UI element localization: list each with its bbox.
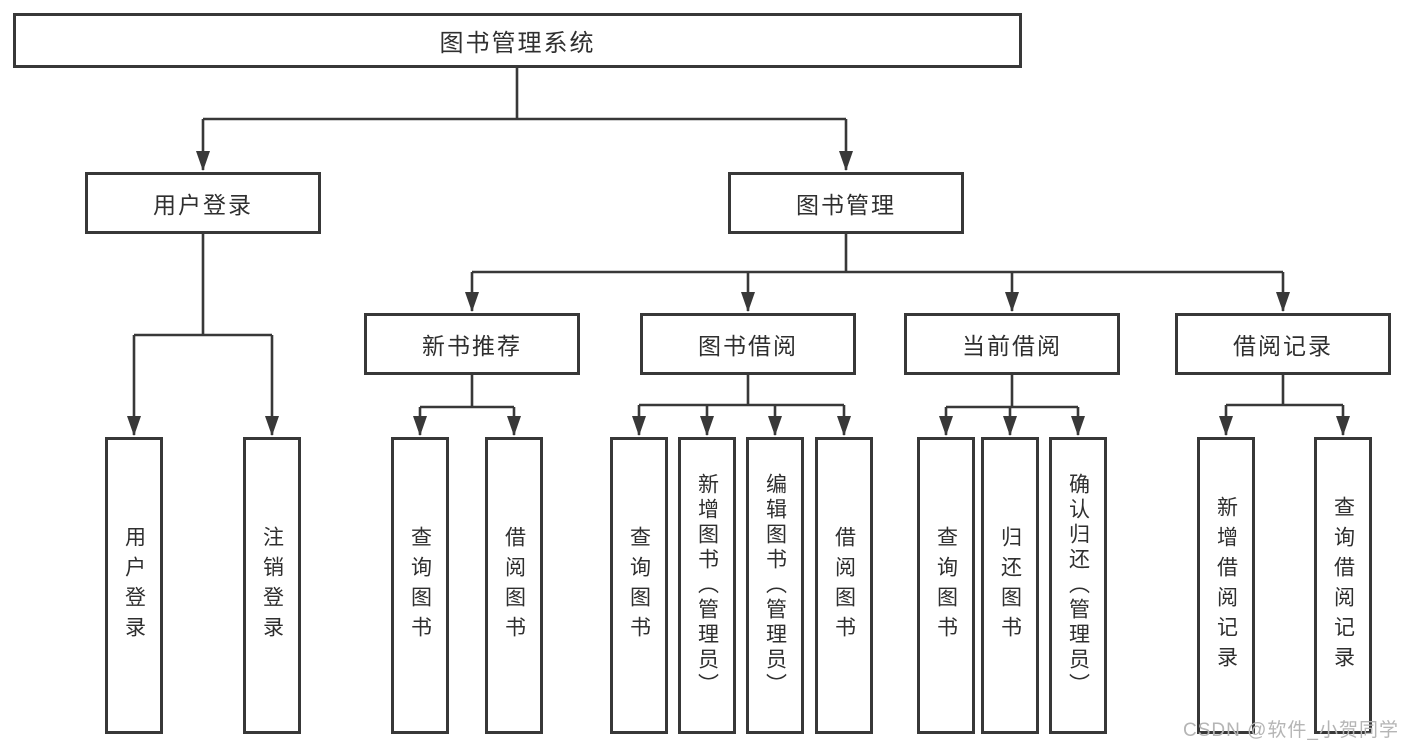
leaf-add-book-admin-label: 新增图书（管理员） [695, 473, 719, 698]
leaf-return-book-label: 归还图书 [998, 525, 1022, 646]
leaf-user-login-label: 用户登录 [122, 525, 146, 646]
node-current-borrow-label: 当前借阅 [962, 333, 1062, 359]
leaf-query-borrow-record-label: 查询借阅记录 [1331, 495, 1355, 676]
node-new-book-rec-label: 新书推荐 [422, 333, 522, 359]
leaf-logout-label: 注销登录 [260, 525, 284, 646]
leaf-query-books-rec: 查询图书 [391, 437, 449, 734]
leaf-confirm-return-admin: 确认归还（管理员） [1049, 437, 1107, 734]
leaf-query-books-rec-label: 查询图书 [408, 525, 432, 646]
leaf-edit-book-admin-label: 编辑图书（管理员） [763, 473, 787, 698]
node-borrow-records-label: 借阅记录 [1233, 333, 1333, 359]
leaf-borrow-books: 借阅图书 [815, 437, 873, 734]
leaf-query-books-current: 查询图书 [917, 437, 975, 734]
leaf-return-book: 归还图书 [981, 437, 1039, 734]
node-borrow-records: 借阅记录 [1175, 313, 1391, 375]
leaf-logout: 注销登录 [243, 437, 301, 734]
node-book-borrow-label: 图书借阅 [698, 333, 798, 359]
node-user-login-branch: 用户登录 [85, 172, 321, 234]
leaf-query-books-current-label: 查询图书 [934, 525, 958, 646]
leaf-add-borrow-record: 新增借阅记录 [1197, 437, 1255, 734]
leaf-query-borrow-record: 查询借阅记录 [1314, 437, 1372, 734]
leaf-user-login: 用户登录 [105, 437, 163, 734]
leaf-add-book-admin: 新增图书（管理员） [678, 437, 736, 734]
node-current-borrow: 当前借阅 [904, 313, 1120, 375]
leaf-edit-book-admin: 编辑图书（管理员） [746, 437, 804, 734]
node-new-book-rec: 新书推荐 [364, 313, 580, 375]
node-book-borrow: 图书借阅 [640, 313, 856, 375]
leaf-borrow-books-rec: 借阅图书 [485, 437, 543, 734]
leaf-confirm-return-admin-label: 确认归还（管理员） [1066, 473, 1090, 698]
watermark: CSDN @软件_小贺同学 [1183, 720, 1399, 741]
node-book-mgmt-branch: 图书管理 [728, 172, 964, 234]
leaf-borrow-books-label: 借阅图书 [832, 525, 856, 646]
leaf-add-borrow-record-label: 新增借阅记录 [1214, 495, 1238, 676]
node-book-mgmt-branch-label: 图书管理 [796, 192, 896, 218]
leaf-borrow-books-rec-label: 借阅图书 [502, 525, 526, 646]
node-root: 图书管理系统 [13, 13, 1022, 68]
leaf-query-books-borrow: 查询图书 [610, 437, 668, 734]
node-user-login-branch-label: 用户登录 [153, 192, 253, 218]
leaf-query-books-borrow-label: 查询图书 [627, 525, 651, 646]
node-root-label: 图书管理系统 [439, 30, 596, 57]
